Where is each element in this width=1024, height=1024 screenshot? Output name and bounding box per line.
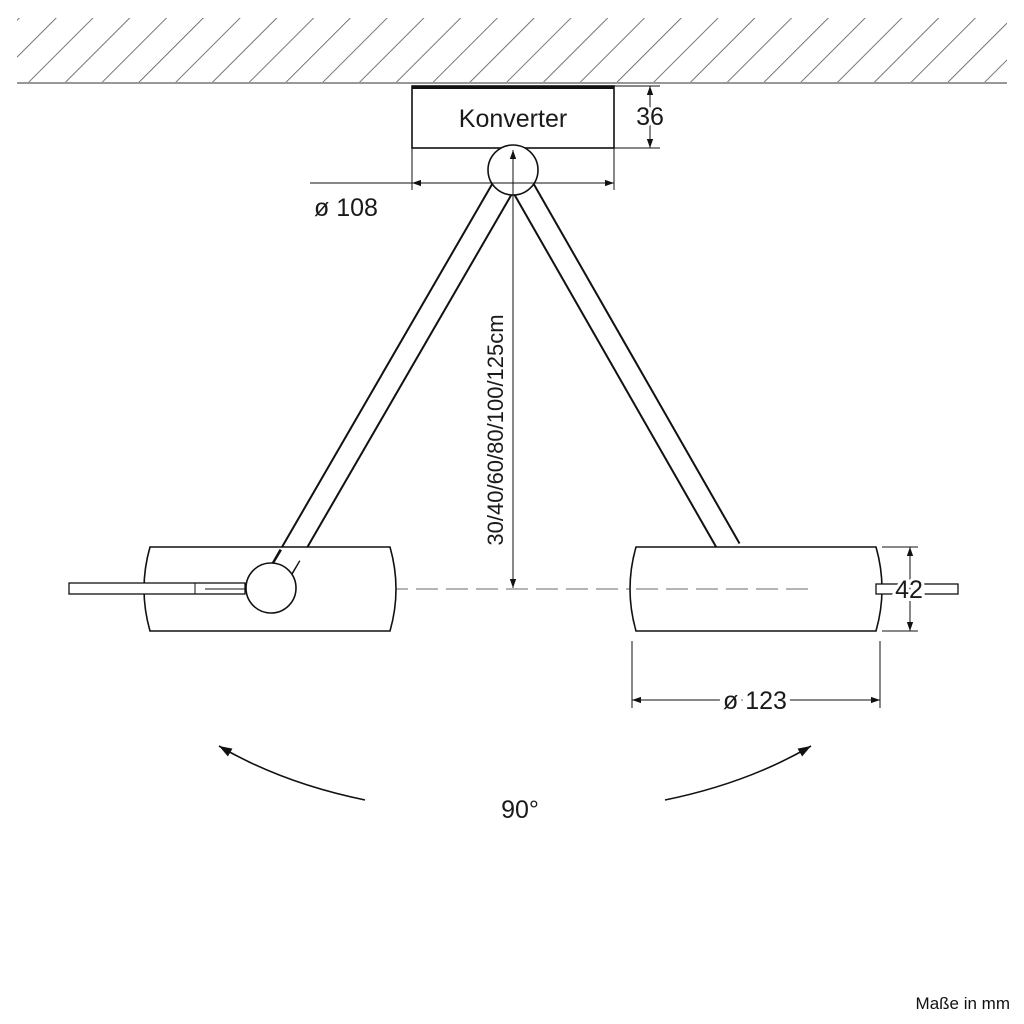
head-diameter-dimension: ø 123 <box>631 641 881 720</box>
right-lamp-head <box>629 546 959 632</box>
canopy-diameter-dimension: ø 108 <box>310 148 615 222</box>
left-head-joint <box>245 562 297 614</box>
head-diameter-label: ø 123 <box>723 687 787 715</box>
canopy-diameter-label: ø 108 <box>314 194 378 222</box>
converter-height-label: 36 <box>636 103 664 131</box>
left-lamp-head <box>68 546 397 632</box>
units-note: Maße in mm <box>915 994 1010 1013</box>
rotation-angle-label: 90° <box>501 796 539 824</box>
head-height-label: 42 <box>895 576 923 604</box>
converter-label: Konverter <box>459 105 567 133</box>
drop-length-label: 30/40/60/80/100/125cm <box>483 314 508 545</box>
right-lamp-rod <box>875 583 959 595</box>
drop-length-dimension: 30/40/60/80/100/125cm <box>483 150 517 588</box>
converter-box: Konverter <box>411 85 615 149</box>
ceiling <box>17 18 1007 84</box>
rotation-indicator: 90° <box>218 745 812 824</box>
left-arm <box>260 163 524 595</box>
converter-height-dimension: 36 <box>614 85 667 149</box>
head-height-dimension: 42 <box>882 546 926 632</box>
rotation-arrow-left <box>218 745 366 801</box>
right-arm <box>502 164 741 555</box>
rotation-arrow-right <box>664 745 812 801</box>
